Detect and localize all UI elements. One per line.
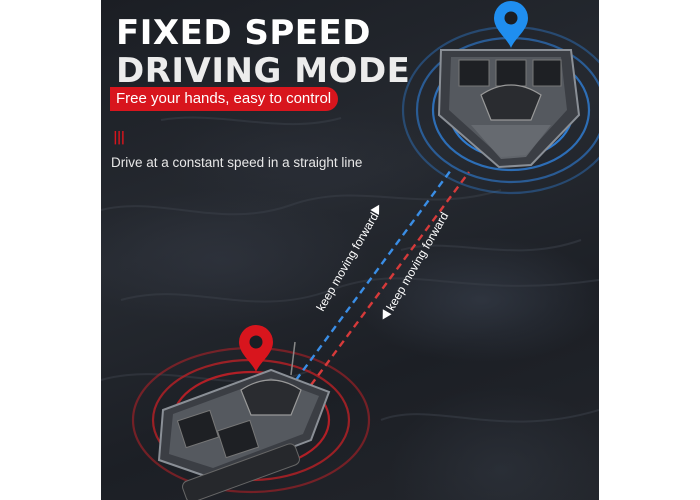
page-title: FIXED SPEED DRIVING MODE: [116, 14, 410, 90]
svg-text:keep moving forward: keep moving forward: [313, 210, 381, 313]
subtitle-banner: Free your hands, easy to control: [110, 87, 338, 111]
bait-boat-top: [437, 49, 581, 169]
accent-bars: |||: [113, 130, 125, 145]
triangle-arrow-icon: [370, 204, 380, 216]
title-line-1: FIXED SPEED: [116, 13, 371, 53]
map-pin-icon: [494, 1, 528, 48]
red-path-label: keep moving forward: [382, 210, 451, 320]
svg-text:keep moving forward: keep moving forward: [383, 210, 451, 313]
blue-path: [295, 169, 452, 381]
red-path: [310, 171, 470, 386]
diagram-overlay: keep moving forward keep moving forward: [131, 1, 599, 500]
map-pin-icon: [239, 325, 273, 372]
bait-boat-bottom: [157, 341, 331, 500]
description-text: Drive at a constant speed in a straight …: [111, 155, 363, 170]
water-texture: [101, 116, 599, 423]
product-scene: FIXED SPEED DRIVING MODE Free your hands…: [101, 0, 599, 500]
triangle-arrow-icon: [382, 309, 392, 320]
title-line-2: DRIVING MODE: [116, 51, 411, 91]
